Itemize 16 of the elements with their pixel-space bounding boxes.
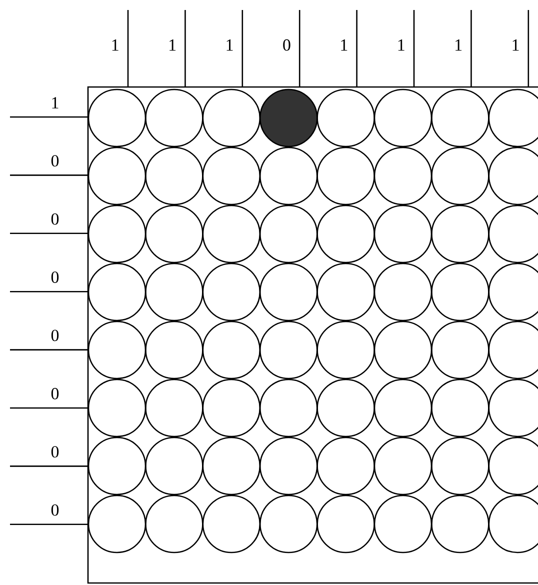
bit-label: 0: [51, 155, 59, 167]
bit-label: 0: [51, 272, 59, 283]
bit-label: 0: [51, 330, 59, 342]
bit-label: 1: [112, 39, 118, 51]
bit-label: 1: [341, 39, 348, 51]
bit-label: 1: [398, 39, 404, 51]
bit-label: 0: [51, 213, 59, 225]
bit-label: 0: [283, 39, 290, 51]
bit-label: 1: [226, 39, 233, 51]
bit-label: 0: [51, 388, 59, 400]
bit-label: 1: [170, 39, 176, 51]
bit-label: 0: [51, 446, 59, 458]
bit-label: 0: [51, 504, 59, 516]
bit-label: 1: [512, 39, 519, 51]
bit-label: 1: [456, 39, 462, 51]
bit-label: 1: [52, 97, 58, 108]
